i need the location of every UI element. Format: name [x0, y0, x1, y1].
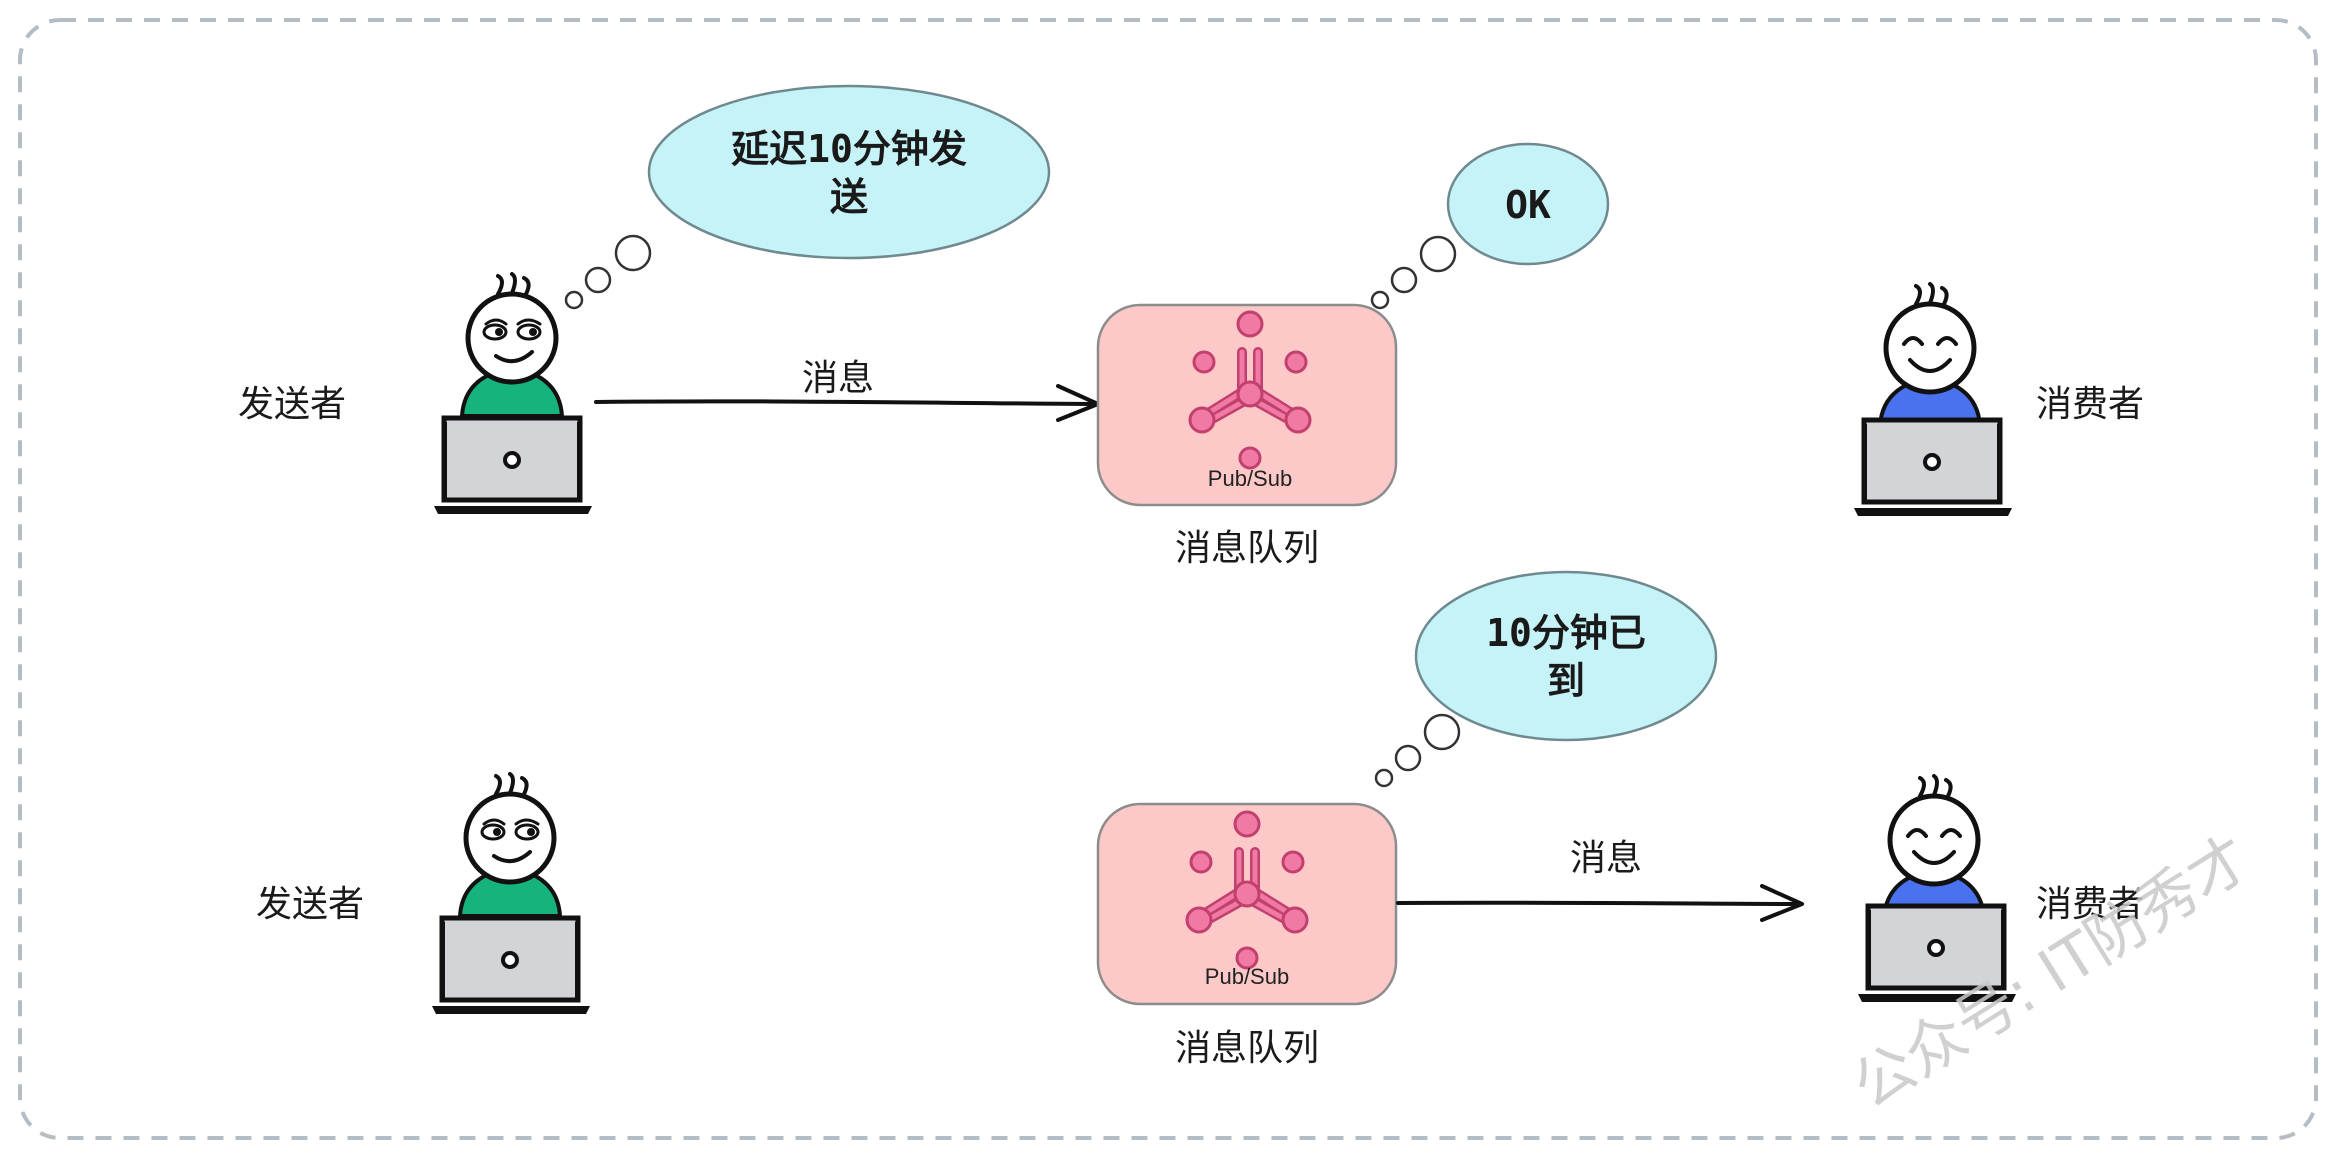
queue-thought-line2: 到: [1547, 659, 1585, 703]
queue-thought-bubble-ok: OK: [1370, 142, 1610, 310]
queue-thought-bubble-time: 10分钟已 到: [1374, 570, 1718, 788]
outer-dashed-frame: [18, 18, 2318, 1140]
queue-box-top: Pub/Sub: [1096, 303, 1398, 507]
consumer-laptop-icon: [1854, 420, 2012, 516]
sender-laptop-icon: [434, 418, 592, 514]
sender-figure: [462, 274, 562, 416]
queue-label-top: 消息队列: [1175, 528, 1319, 569]
sender-label-bottom: 发送者: [256, 884, 364, 925]
sender-figure-bottom: [460, 774, 560, 916]
sender-thought-bubble: 延迟10分钟发 送: [564, 84, 1051, 310]
sender-label: 发送者: [238, 384, 346, 425]
queue-icon-text-bottom: Pub/Sub: [1205, 964, 1289, 989]
sender-thought-line2: 送: [830, 175, 868, 219]
sender-body-icon: [462, 274, 562, 416]
consumer-body-icon: [1884, 776, 1984, 918]
arrow-label-bottom: 消息: [1570, 838, 1642, 879]
queue-box-bottom: Pub/Sub: [1096, 802, 1398, 1006]
sender-laptop-icon-bottom: [432, 918, 590, 1014]
queue-label-bottom: 消息队列: [1175, 1028, 1319, 1069]
consumer-figure-bottom: [1884, 776, 1984, 918]
consumer-label-top: 消费者: [2036, 384, 2144, 425]
sender-body-icon: [460, 774, 560, 916]
sender-thought-line1: 延迟10分钟发: [731, 127, 967, 171]
scenario-bottom: 发送者 Pub/Sub 消息队列 10分钟已 到: [256, 570, 2144, 1069]
queue-icon-text-top: Pub/Sub: [1208, 466, 1292, 491]
consumer-figure-top: [1880, 284, 1980, 426]
consumer-label-bottom: 消费者: [2036, 884, 2144, 925]
queue-thought-ok-text: OK: [1505, 183, 1551, 227]
arrow-queue-to-consumer: 消息: [1396, 838, 1804, 922]
arrow-sender-to-queue: 消息: [594, 358, 1100, 422]
consumer-body-icon: [1880, 284, 1980, 426]
arrow-label-top: 消息: [802, 358, 874, 399]
scenario-top: 发送者 延迟10分钟发 送 消息 Pub: [238, 84, 2144, 569]
queue-thought-line1: 10分钟已: [1486, 611, 1646, 655]
